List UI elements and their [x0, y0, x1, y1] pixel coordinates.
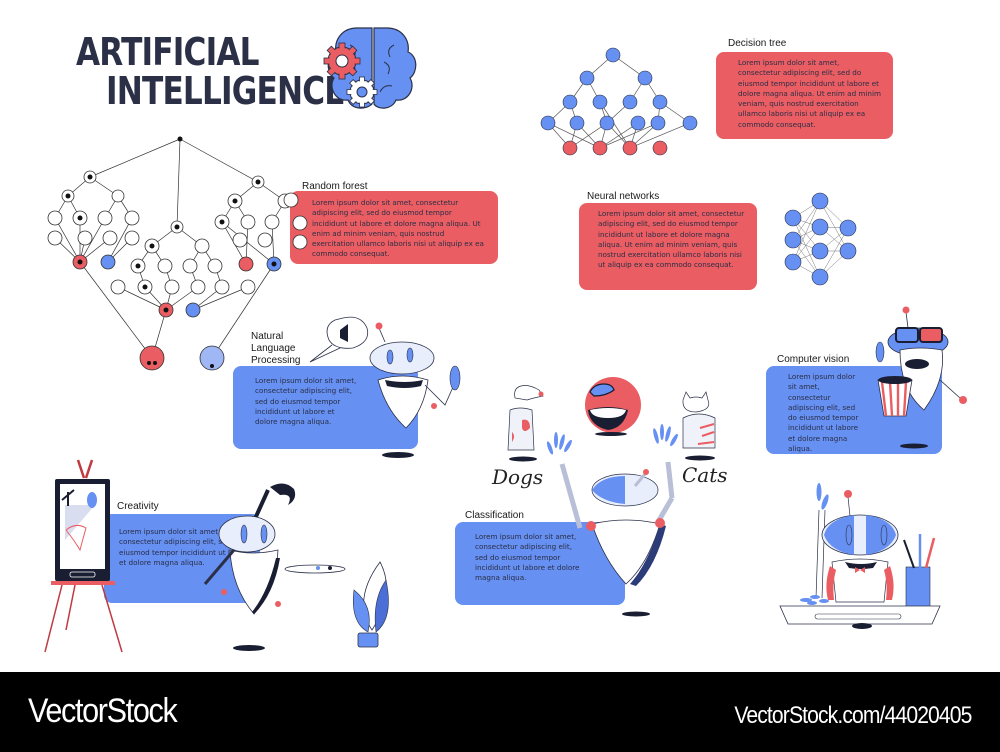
- computer-vision-text: Lorem ipsum dolor sit amet, consectetur …: [788, 372, 859, 454]
- classification-box: Lorem ipsum dolor sit amet, consectetur …: [455, 522, 625, 605]
- nlp-box: Lorem ipsum dolor sit amet, consectetur …: [233, 366, 418, 449]
- footer-bar: [0, 672, 1000, 752]
- random-forest-text: Lorem ipsum dolor sit amet, consectetur …: [312, 198, 484, 259]
- random-forest-box: Lorem ipsum dolor sit amet, consectetur …: [290, 191, 498, 264]
- random-forest-label: Random forest: [302, 181, 368, 192]
- cats-label: Cats: [682, 463, 728, 487]
- creativity-label: Creativity: [117, 501, 159, 512]
- decision-tree-label: Decision tree: [728, 38, 787, 49]
- decision-tree-box: Lorem ipsum dolor sit amet, consectetur …: [716, 52, 893, 139]
- computer-vision-label: Computer vision: [777, 354, 850, 365]
- neural-networks-label: Neural networks: [587, 191, 660, 202]
- classification-text: Lorem ipsum dolor sit amet, consectetur …: [475, 532, 580, 583]
- nlp-text: Lorem ipsum dolor sit amet, consectetur …: [255, 376, 357, 427]
- decision-tree-text: Lorem ipsum dolor sit amet, consectetur …: [738, 58, 881, 129]
- computer-vision-box: Lorem ipsum dolor sit amet, consectetur …: [766, 366, 942, 454]
- classification-label: Classification: [465, 510, 524, 521]
- footer-brand: VectorStock: [28, 692, 178, 730]
- page-title-line2: INTELLIGENCE: [106, 69, 346, 113]
- dogs-label: Dogs: [492, 465, 544, 489]
- page-title-line1: ARTIFICIAL: [76, 30, 259, 74]
- neural-networks-box: Lorem ipsum dolor sit amet, consectetur …: [579, 203, 757, 290]
- creativity-box: Lorem ipsum dolor sit amet, consectetur …: [104, 514, 260, 603]
- neural-networks-text: Lorem ipsum dolor sit amet, consectetur …: [598, 209, 745, 270]
- creativity-text: Lorem ipsum dolor sit amet, consectetur …: [119, 527, 251, 567]
- nlp-label: Natural Language Processing: [251, 331, 301, 366]
- footer-url: VectorStock.com/44020405: [734, 702, 973, 729]
